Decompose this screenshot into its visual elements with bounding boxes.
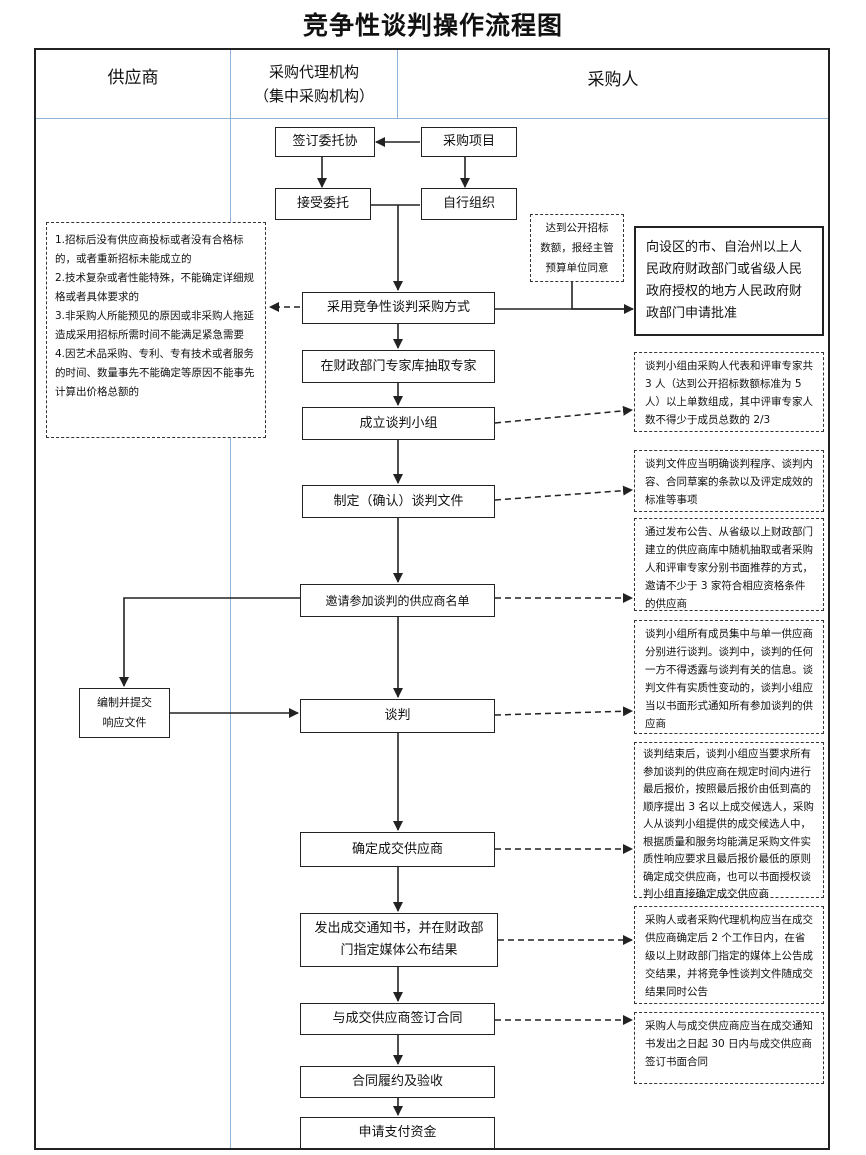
self-organize-box: 自行组织 [421, 188, 517, 220]
accept-entrust-box: 接受委托 [275, 188, 371, 220]
invite-note: 通过发布公告、从省级以上财政部门建立的供应商库中随机抽取或者采购人和评审专家分别… [634, 518, 824, 611]
perform-accept-box: 合同履约及验收 [300, 1066, 495, 1098]
condition-item-2: 2.技术复杂或者性能特殊，不能确定详细规格或者具体要求的 [55, 272, 255, 303]
panel-note: 谈判小组由采购人代表和评审专家共 3 人（达到公开招标数额标准为 5 人）以上单… [634, 352, 824, 432]
conditions-note: 1.招标后没有供应商投标或者没有合格标的，或者重新招标未能成立的 2.技术复杂或… [46, 222, 266, 438]
approval-condition-line2: 数额，报经主管 [540, 242, 614, 254]
negotiate-note: 谈判小组所有成员集中与单一供应商分别进行谈判。谈判中，谈判的任何一方不得透露与谈… [634, 620, 824, 734]
lane-divider-right [397, 50, 398, 118]
submit-response-line1: 编制并提交 [97, 696, 152, 709]
sign-entrust-box: 签订委托协 [275, 127, 375, 157]
arrow-invite-to-supplier [119, 597, 300, 687]
submit-response-line2: 响应文件 [102, 716, 147, 729]
issue-notice-line2: 门指定媒体公布结果 [340, 943, 458, 958]
issue-notice-box: 发出成交通知书，并在财政部 门指定媒体公布结果 [300, 913, 498, 967]
condition-item-4: 4.因艺术品采购、专利、专有技术或者服务的时间、数量事先不能确定等原因不能事先计… [55, 348, 255, 398]
lane-header-agency: 采购代理机构 （集中采购机构） [231, 60, 397, 108]
dashed-panel-to-note [494, 405, 633, 424]
flowchart-frame [34, 48, 830, 1150]
contract-note: 采购人与成交供应商应当在成交通知书发出之日起 30 日内与成交供应商签订书面合同 [634, 1012, 824, 1084]
approval-condition-note: 达到公开招标 数额，报经主管 预算单位同意 [530, 214, 624, 282]
form-panel-box: 成立谈判小组 [302, 407, 495, 440]
issue-notice-line1: 发出成交通知书，并在财政部 [314, 921, 484, 936]
lane-header-supplier: 供应商 [107, 68, 159, 88]
header-divider [36, 118, 828, 119]
dashed-negotiate-to-note [494, 706, 633, 717]
submit-response-box: 编制并提交 响应文件 [79, 688, 170, 738]
prepare-docs-box: 制定（确认）谈判文件 [302, 485, 495, 518]
determine-supplier-box: 确定成交供应商 [300, 832, 495, 867]
condition-item-1: 1.招标后没有供应商投标或者没有合格标的，或者重新招标未能成立的 [55, 234, 244, 265]
sign-contract-box: 与成交供应商签订合同 [300, 1003, 495, 1035]
lane-divider-left [230, 50, 231, 1148]
notice-note: 采购人或者采购代理机构应当在成交供应商确定后 2 个工作日内，在省级以上财政部门… [634, 906, 824, 1004]
adopt-method-box: 采用竞争性谈判采购方式 [302, 292, 495, 324]
dashed-docs-to-note [494, 485, 633, 501]
lane-header-purchaser: 采购人 [587, 70, 639, 90]
docs-note: 谈判文件应当明确谈判程序、谈判内容、合同草案的条款以及评定成效的标准等事项 [634, 450, 824, 512]
authority-approval-box: 向设区的市、自治州以上人民政府财政部门或省级人民政府授权的地方人民政府财政部门申… [634, 226, 824, 336]
determine-note: 谈判结束后，谈判小组应当要求所有参加谈判的供应商在规定时间内进行最后报价，按照最… [634, 742, 824, 900]
arrow-approval-path [571, 282, 634, 314]
negotiate-box: 谈判 [300, 699, 495, 733]
page-title: 竞争性谈判操作流程图 [302, 11, 563, 40]
approval-condition-line1: 达到公开招标 [545, 222, 609, 234]
extract-experts-box: 在财政部门专家库抽取专家 [302, 350, 495, 383]
apply-payment-box: 申请支付资金 [300, 1117, 495, 1149]
invite-list-box: 邀请参加谈判的供应商名单 [300, 584, 495, 617]
lane-header-agency-line2: （集中采购机构） [253, 87, 374, 105]
purchase-project-box: 采购项目 [421, 127, 517, 157]
approval-condition-line3: 预算单位同意 [545, 262, 609, 274]
lane-header-agency-line1: 采购代理机构 [268, 63, 359, 81]
condition-item-3: 3.非采购人所能预见的原因或非采购人拖延造成采用招标所需时间不能满足紧急需要 [55, 310, 255, 341]
